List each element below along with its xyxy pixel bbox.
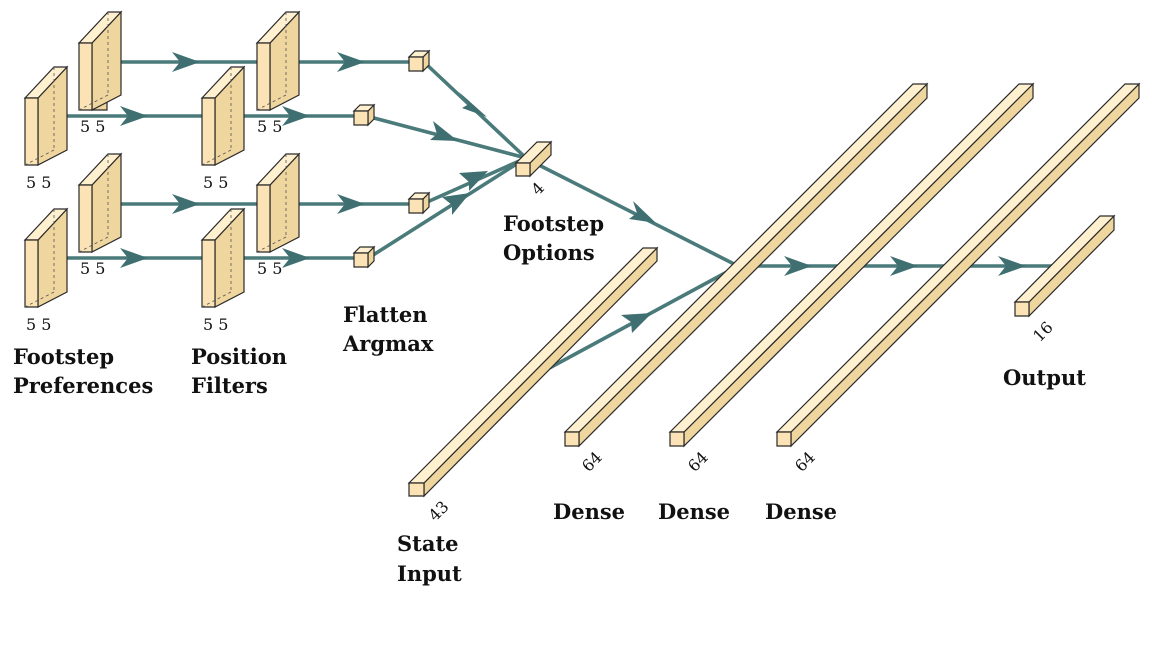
arrowhead [282,106,310,126]
arrowhead [337,52,365,72]
dimension-labels: 5 5 5 5 5 5 5 5 5 5 5 5 5 5 5 5 4 43 64 … [26,117,1057,525]
filter-block [255,10,301,111]
position-filters-group [200,10,301,308]
arrowhead [282,248,310,268]
dim-dense-2: 64 [684,448,712,476]
dense-block-1 [563,82,929,448]
arrowhead [459,92,487,117]
arrowhead [784,256,812,276]
arrowhead [890,256,918,276]
dense-blocks [563,82,1141,448]
arrowhead [120,248,148,268]
dim-filt-c: 5 5 [257,259,282,278]
dim-pref-d: 5 5 [26,315,51,334]
pool-cube [407,191,431,215]
footstep-preferences-group [23,10,123,308]
preference-block [77,152,123,253]
dim-pref-c: 5 5 [80,259,105,278]
label-state-input: State Input [397,531,466,586]
label-line: Flatten [343,302,428,327]
arrowhead [172,52,200,72]
label-output: Output [1003,365,1086,390]
preference-block [23,207,69,308]
dim-dense-3: 64 [791,448,819,476]
dim-pref-a: 5 5 [80,117,105,136]
label-flatten-argmax: Flatten Argmax [342,302,435,356]
filter-block [200,207,246,308]
label-line: Position [191,344,287,369]
label-dense-1: Dense [553,499,625,524]
label-line: Preferences [13,373,153,398]
output-block [1013,214,1116,318]
flatten-argmax-group [352,49,431,269]
label-footstep-preferences: Footstep Preferences [13,344,153,398]
pool-cube [407,49,431,73]
arrowhead [337,194,365,214]
label-line: Input [397,561,462,586]
arrowhead [621,313,652,333]
filter-block [200,65,246,166]
arrowhead [442,193,470,215]
pool-cube [352,245,376,269]
dim-pref-b: 5 5 [26,173,51,192]
state-input-block [407,246,659,498]
preference-block [23,65,69,166]
label-position-filters: Position Filters [191,344,294,398]
filter-block [255,152,301,253]
connection-options-dense1 [527,158,740,268]
arrowhead [430,121,458,141]
section-labels: Footstep Preferences Position Filters Fl… [13,211,1086,586]
dense-block-2 [668,82,1035,448]
dim-filt-a: 5 5 [257,117,282,136]
label-line: Filters [191,373,268,398]
connection-pool4-options [368,156,528,259]
arrowhead [120,106,148,126]
label-dense-3: Dense [765,499,837,524]
dim-output: 16 [1029,318,1057,346]
label-footstep-options: Footstep Options [503,211,611,265]
label-line: Options [503,240,595,265]
dim-dense-1: 64 [578,448,606,476]
dim-filt-d: 5 5 [203,315,228,334]
dim-filt-b: 5 5 [203,173,228,192]
arrowhead [459,171,488,191]
arrowhead [629,201,656,223]
label-line: State [397,531,459,556]
dim-state: 43 [425,497,453,525]
label-line: Argmax [342,331,434,356]
arrowhead [172,194,200,214]
dim-options: 4 [527,178,548,199]
pool-cube [352,103,376,127]
footstep-options-block [514,140,553,178]
label-line: Footstep [13,344,114,369]
dense-block-3 [775,82,1141,448]
preference-block [77,10,123,111]
label-dense-2: Dense [658,499,730,524]
label-line: Footstep [503,211,604,236]
arrowhead [998,256,1026,276]
